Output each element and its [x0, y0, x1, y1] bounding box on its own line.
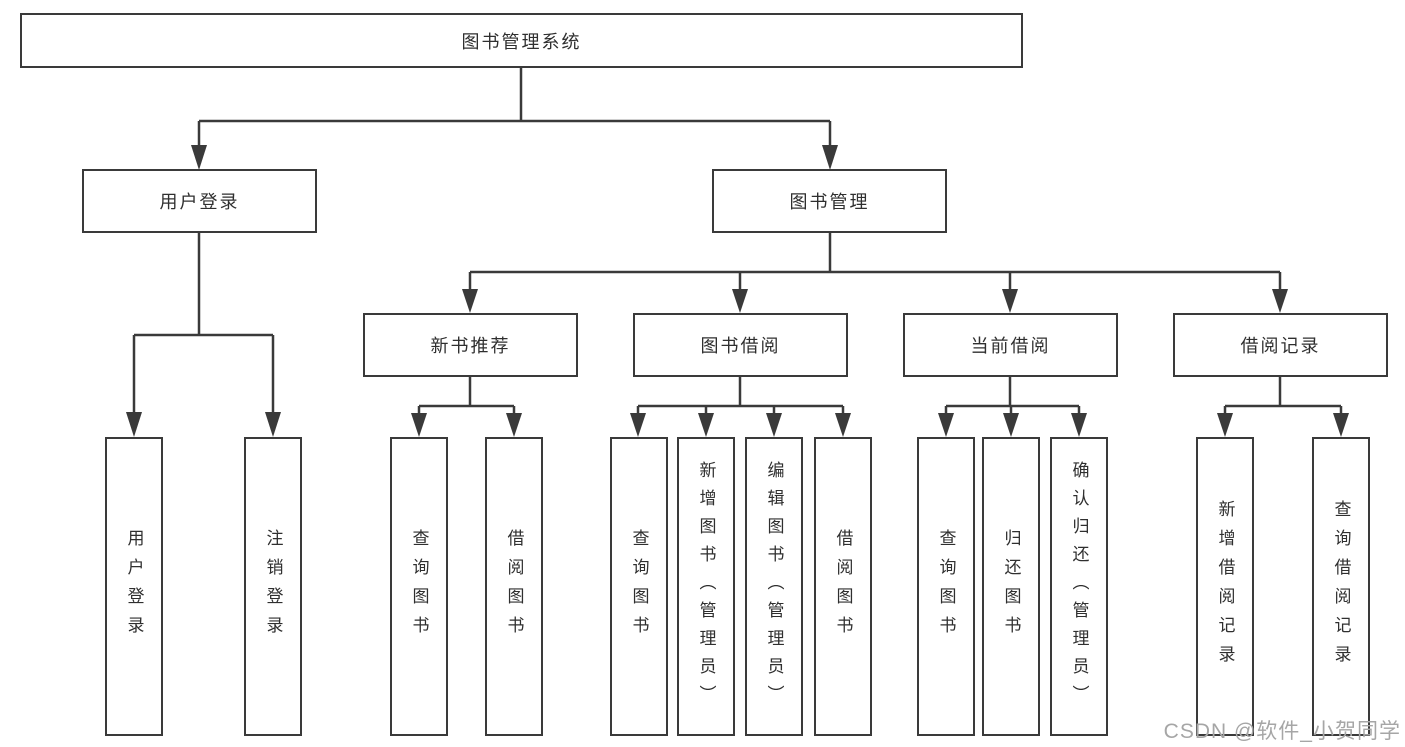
arrowhead-icons — [126, 145, 1349, 437]
node-label: 当前借阅 — [970, 336, 1051, 356]
node-new-book-recommend: 新书推荐 — [363, 313, 578, 377]
node-label: 查询图书 — [409, 528, 429, 645]
leaf-query-book-recommend: 查询图书 — [390, 437, 448, 736]
node-label: 图书管理 — [789, 192, 870, 212]
node-label: 注销登录 — [263, 528, 283, 645]
leaf-borrow-book-recommend: 借阅图书 — [485, 437, 543, 736]
node-label: 用户登录 — [124, 528, 144, 645]
node-label: 图书借阅 — [700, 336, 781, 356]
leaf-confirm-return-admin: 确认归还（管理员） — [1050, 437, 1108, 736]
leaf-user-login: 用户登录 — [105, 437, 163, 736]
node-label: 查询借阅记录 — [1331, 499, 1351, 674]
node-borrow-record: 借阅记录 — [1173, 313, 1388, 377]
node-label: 借阅记录 — [1240, 336, 1321, 356]
node-book-borrow: 图书借阅 — [633, 313, 848, 377]
node-label: 新书推荐 — [430, 336, 511, 356]
node-current-borrow: 当前借阅 — [903, 313, 1118, 377]
leaf-query-book-current: 查询图书 — [917, 437, 975, 736]
leaf-add-borrow-record: 新增借阅记录 — [1196, 437, 1254, 736]
node-label: 查询图书 — [936, 528, 956, 645]
node-label: 新增图书（管理员） — [696, 460, 716, 713]
node-label: 确认归还（管理员） — [1069, 460, 1089, 713]
leaf-return-book: 归还图书 — [982, 437, 1040, 736]
leaf-add-book-admin: 新增图书（管理员） — [677, 437, 735, 736]
node-label: 借阅图书 — [833, 528, 853, 645]
node-book-management-branch: 图书管理 — [712, 169, 947, 233]
node-label: 用户登录 — [159, 192, 240, 212]
node-label: 新增借阅记录 — [1215, 499, 1235, 674]
node-label: 借阅图书 — [504, 528, 524, 645]
node-label: 查询图书 — [629, 528, 649, 645]
leaf-query-book-borrow: 查询图书 — [610, 437, 668, 736]
leaf-logout: 注销登录 — [244, 437, 302, 736]
node-label: 归还图书 — [1001, 528, 1021, 645]
node-root-book-management-system: 图书管理系统 — [20, 13, 1023, 68]
node-user-login-branch: 用户登录 — [82, 169, 317, 233]
leaf-edit-book-admin: 编辑图书（管理员） — [745, 437, 803, 736]
node-label: 编辑图书（管理员） — [764, 460, 784, 713]
node-label: 图书管理系统 — [461, 31, 582, 52]
leaf-borrow-book: 借阅图书 — [814, 437, 872, 736]
leaf-query-borrow-record: 查询借阅记录 — [1312, 437, 1370, 736]
csdn-watermark: CSDN @软件_小贺同学 — [1163, 720, 1401, 743]
